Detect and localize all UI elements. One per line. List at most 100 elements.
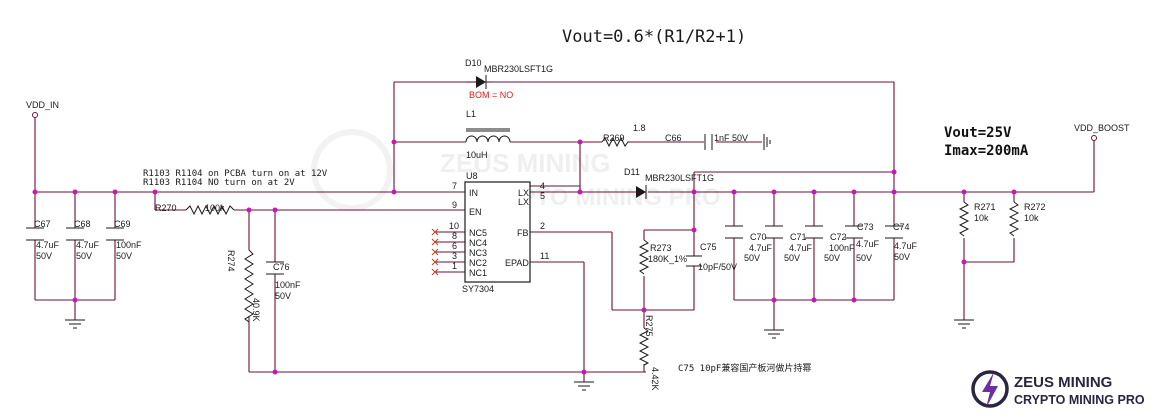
c70-volt: 50V <box>744 253 760 263</box>
c71-value: 4.7uF <box>789 243 813 253</box>
ic-pin-num-en: 9 <box>452 200 457 210</box>
r271-ref: R271 <box>974 202 996 212</box>
r272-value: 10k <box>1024 213 1039 223</box>
resistor-r271: R271 10k <box>958 201 996 237</box>
ic-ref: U8 <box>466 171 478 181</box>
ic-u8: U8 SY7304 7 IN 9 EN 10 NC5 8 NC4 6 NC3 3… <box>449 171 549 294</box>
junctions <box>32 139 1017 375</box>
net-vdd-in-label: VDD_IN <box>26 100 59 110</box>
zeus-mining-logo: ZEUS MINING CRYPTO MINING PRO <box>971 370 1145 408</box>
r270-ref: R270 <box>155 203 177 213</box>
c67-ref: C67 <box>34 219 51 229</box>
resistor-r270: R270 100k <box>155 203 235 216</box>
diode-d10: D10 MBR230LSFT1G BOM = NO <box>465 58 553 100</box>
r274-ref: R274 <box>226 250 236 272</box>
c72-ref: C72 <box>830 232 847 242</box>
vout-spec: Vout=25V <box>944 125 1012 141</box>
d11-part: MBR230LSFT1G <box>645 173 714 183</box>
c74-volt: 50V <box>894 252 910 262</box>
d11-ref: D11 <box>624 167 640 177</box>
ic-pin-num-nc4: 8 <box>452 231 457 241</box>
ic-pin-name-lx5: LX <box>518 197 529 207</box>
ic-pin-num-fb: 2 <box>540 221 545 231</box>
c72-volt: 50V <box>824 253 840 263</box>
r275-ref: R275 <box>644 315 654 337</box>
ic-pin-name-nc2: NC2 <box>469 258 487 268</box>
imax-spec: Imax=200mA <box>944 143 1029 159</box>
c73-value: 4.7uF <box>856 239 880 249</box>
c75-value: 10pF/50V <box>698 262 737 272</box>
capacitor-c71: C71 4.7uF 50V <box>765 225 813 263</box>
wires <box>34 81 1094 382</box>
c68-volt: 50V <box>76 251 92 261</box>
inductor-l1: L1 10uH <box>465 109 511 160</box>
c70-value: 4.7uF <box>749 243 773 253</box>
ic-pin-name-lx4: LX <box>518 188 529 198</box>
ic-pin-num-in: 7 <box>452 181 457 191</box>
r269-ref: R269 <box>603 133 625 143</box>
capacitor-c66: C66 1nF 50V <box>665 133 771 150</box>
ic-pin-num-nc1: 1 <box>452 261 457 271</box>
r275-value: 4.42K <box>650 367 660 391</box>
c71-ref: C71 <box>790 232 807 242</box>
ic-pin-name-nc4: NC4 <box>469 238 487 248</box>
d10-ref: D10 <box>465 58 482 68</box>
c66-value: 1nF 50V <box>714 133 748 143</box>
capacitor-c73: C73 4.7uF 50V <box>845 222 880 263</box>
c69-volt: 50V <box>116 251 132 261</box>
c74-value: 4.7uF <box>894 241 918 251</box>
c72-value: 100nF <box>829 243 855 253</box>
capacitor-c70: C70 4.7uF 50V <box>725 225 773 263</box>
c73-ref: C73 <box>857 222 874 232</box>
c74-ref: C74 <box>893 222 910 232</box>
c67-volt: 50V <box>36 251 52 261</box>
capacitor-c74: C74 4.7uF 50V <box>885 222 918 262</box>
net-vdd-in: VDD_IN <box>26 100 59 192</box>
ic-pin-num-lx5: 5 <box>540 191 545 201</box>
ic-pin-name-fb: FB <box>517 228 529 238</box>
net-vdd-boost: VDD_BOOST <box>1074 123 1130 192</box>
c75-ref: C75 <box>700 242 717 252</box>
resistor-r273: R273 180K_1% <box>638 239 687 275</box>
capacitor-c76: C76 100nF 50V <box>266 261 301 301</box>
l1-value: 10uH <box>466 150 488 160</box>
resistor-r275: R275 4.42K <box>638 315 660 391</box>
c70-ref: C70 <box>750 232 767 242</box>
capacitor-c75: C75 10pF/50V <box>686 242 737 272</box>
ground-icons <box>65 319 974 391</box>
l1-ref: L1 <box>466 109 476 119</box>
resistor-r269: R269 1.8 <box>601 123 646 148</box>
c69-ref: C69 <box>114 219 131 229</box>
d10-bom: BOM = NO <box>469 90 513 100</box>
r274-value: 40.9K <box>251 298 261 322</box>
c71-volt: 50V <box>784 253 800 263</box>
r269-value: 1.8 <box>633 123 646 133</box>
note-no: R1103 R1104 NO turn on at 2V <box>143 178 295 188</box>
diode-d11: D11 MBR230LSFT1G <box>624 167 714 199</box>
r273-value: 180K_1% <box>648 254 687 264</box>
c68-value: 4.7uF <box>76 240 100 250</box>
c76-volt: 50V <box>275 291 291 301</box>
ic-part: SY7304 <box>462 284 494 294</box>
c68-ref: C68 <box>74 219 91 229</box>
watermark-line1: ZEUS MINING <box>440 148 610 178</box>
capacitor-c72: C72 100nF 50V <box>805 225 855 263</box>
c69-value: 100nF <box>116 240 142 250</box>
capacitor-c69: C69 100nF 50V <box>106 219 142 261</box>
resistor-r272: R272 10k <box>1008 201 1046 237</box>
c76-ref: C76 <box>273 262 290 272</box>
ic-pin-num-lx4: 4 <box>540 181 545 191</box>
r271-value: 10k <box>974 213 989 223</box>
logo-line2: CRYPTO MINING PRO <box>1014 393 1145 407</box>
note-pcba: R1103 R1104 on PCBA turn on at 12V <box>143 169 328 179</box>
net-vdd-boost-label: VDD_BOOST <box>1074 123 1130 133</box>
ic-pin-name-epad: EPAD <box>505 258 529 268</box>
c66-ref: C66 <box>665 133 682 143</box>
logo-line1: ZEUS MINING <box>1014 374 1112 391</box>
r273-ref: R273 <box>650 243 672 253</box>
vout-formula: Vout=0.6*(R1/R2+1) <box>562 27 746 47</box>
ic-pin-num-epad: 11 <box>540 251 549 261</box>
ic-pin-num-nc5: 10 <box>449 221 459 231</box>
ic-pin-num-nc3: 6 <box>452 241 457 251</box>
